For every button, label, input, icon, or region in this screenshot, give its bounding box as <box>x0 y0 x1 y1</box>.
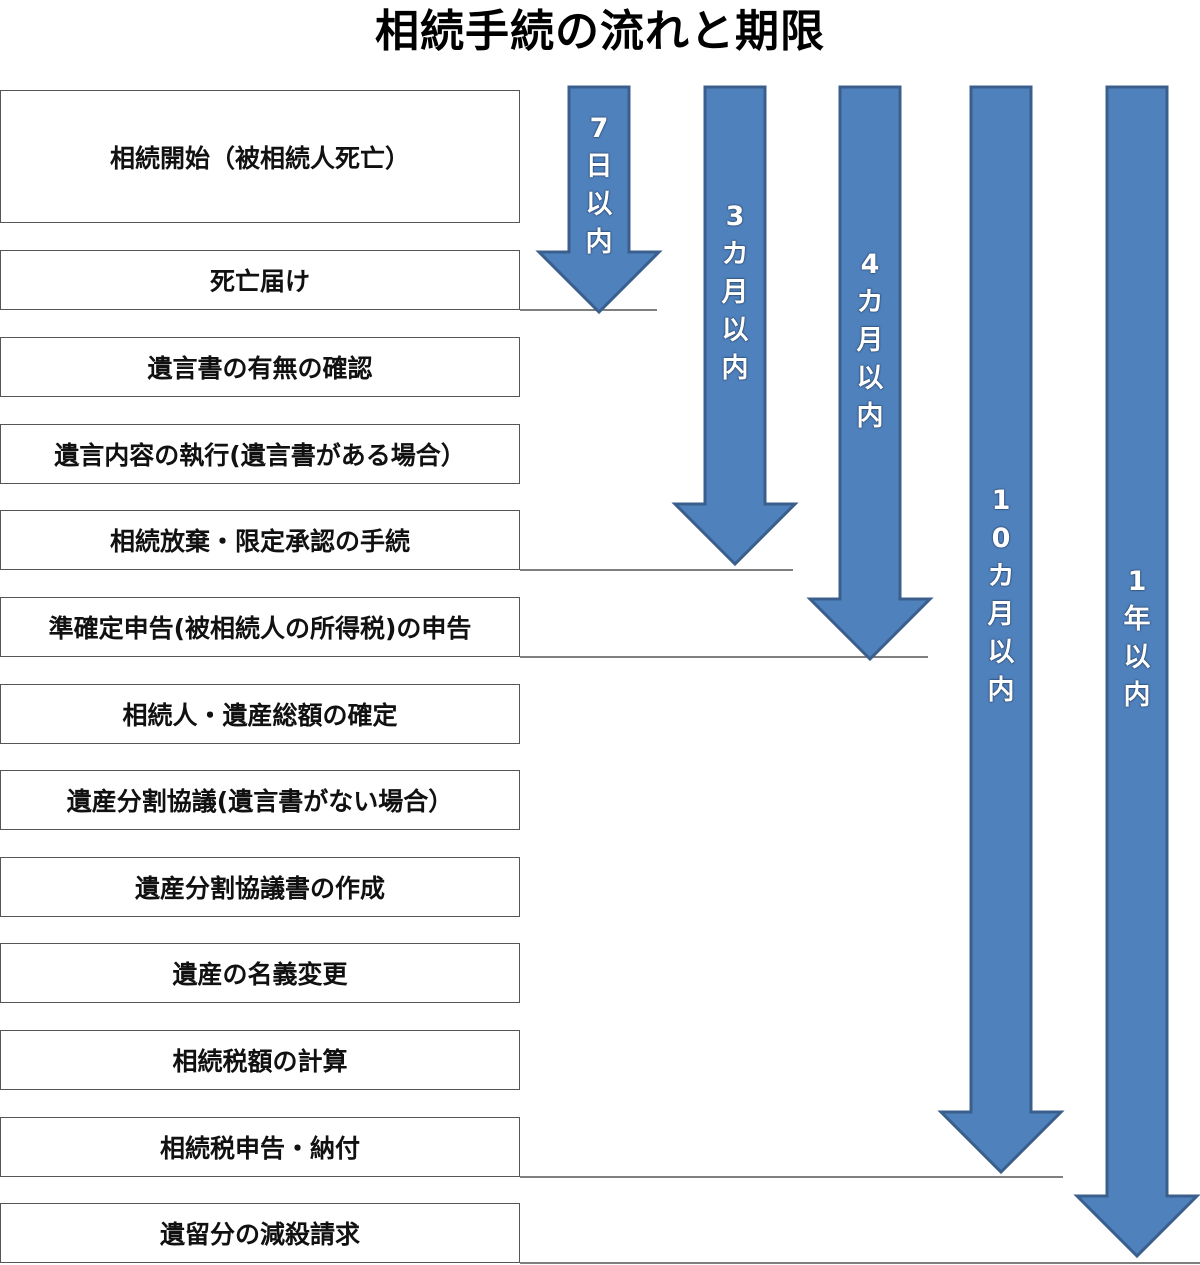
arrow-label-7-days: 7 日 以 内 <box>579 110 619 262</box>
arrow-label-4-months: 4 カ 月 以 内 <box>850 246 890 436</box>
arrow-3-months <box>671 85 799 567</box>
step-box-forced-share-claim: 遺留分の減殺請求 <box>0 1203 520 1263</box>
arrow-label-char: 7 <box>589 113 609 144</box>
arrow-label-char: 月 <box>721 277 749 308</box>
step-box-renunciation: 相続放棄・限定承認の手続 <box>0 510 520 570</box>
arrow-label-10-months: 1 0 カ 月 以 内 <box>981 482 1021 710</box>
arrow-label-char: 月 <box>987 599 1015 630</box>
arrow-label-char: 内 <box>1123 680 1151 711</box>
arrow-label-char: 以 <box>1123 642 1151 673</box>
arrow-4-months <box>806 85 934 662</box>
step-box-tax-filing: 相続税申告・納付 <box>0 1117 520 1177</box>
arrow-label-char: 月 <box>856 325 884 356</box>
arrow-label-char: 以 <box>585 189 613 220</box>
arrow-label-char: 3 <box>725 201 745 232</box>
arrow-label-char: 内 <box>721 353 749 384</box>
arrow-label-char: 4 <box>860 249 880 280</box>
step-box-inheritance-start: 相続開始（被相続人死亡） <box>0 90 520 223</box>
arrow-7-days <box>535 85 663 315</box>
step-box-tax-calculation: 相続税額の計算 <box>0 1030 520 1090</box>
step-box-heirs-estate-confirm: 相続人・遺産総額の確定 <box>0 684 520 744</box>
arrow-label-char: 内 <box>585 227 613 258</box>
arrow-label-char: 1 <box>991 485 1011 516</box>
arrow-label-char: 内 <box>856 401 884 432</box>
step-box-division-negotiation: 遺産分割協議(遺言書がない場合） <box>0 770 520 830</box>
arrow-label-char: 内 <box>987 675 1015 706</box>
arrow-label-char: 日 <box>585 151 613 182</box>
step-box-will-check: 遺言書の有無の確認 <box>0 337 520 397</box>
arrow-label-3-months: 3 カ 月 以 内 <box>715 198 755 388</box>
arrow-1-year <box>1073 85 1200 1259</box>
step-box-division-agreement: 遺産分割協議書の作成 <box>0 857 520 917</box>
arrow-label-char: 以 <box>721 315 749 346</box>
step-box-quasi-final-return: 準確定申告(被相続人の所得税)の申告 <box>0 597 520 657</box>
arrow-label-1-year: 1 年 以 内 <box>1117 563 1157 715</box>
arrow-10-months <box>937 85 1065 1175</box>
step-box-will-execution: 遺言内容の執行(遺言書がある場合） <box>0 424 520 484</box>
arrow-label-char: 年 <box>1123 604 1151 635</box>
arrow-label-char: 0 <box>991 523 1011 554</box>
arrow-label-char: 以 <box>987 637 1015 668</box>
arrow-label-char: カ <box>721 239 749 270</box>
arrow-label-char: 以 <box>856 363 884 394</box>
arrow-label-char: カ <box>856 287 884 318</box>
diagram-title: 相続手続の流れと期限 <box>375 6 825 57</box>
step-box-title-transfer: 遺産の名義変更 <box>0 943 520 1003</box>
step-box-death-notice: 死亡届け <box>0 250 520 310</box>
arrow-label-char: 1 <box>1127 566 1147 597</box>
arrow-label-char: カ <box>987 561 1015 592</box>
